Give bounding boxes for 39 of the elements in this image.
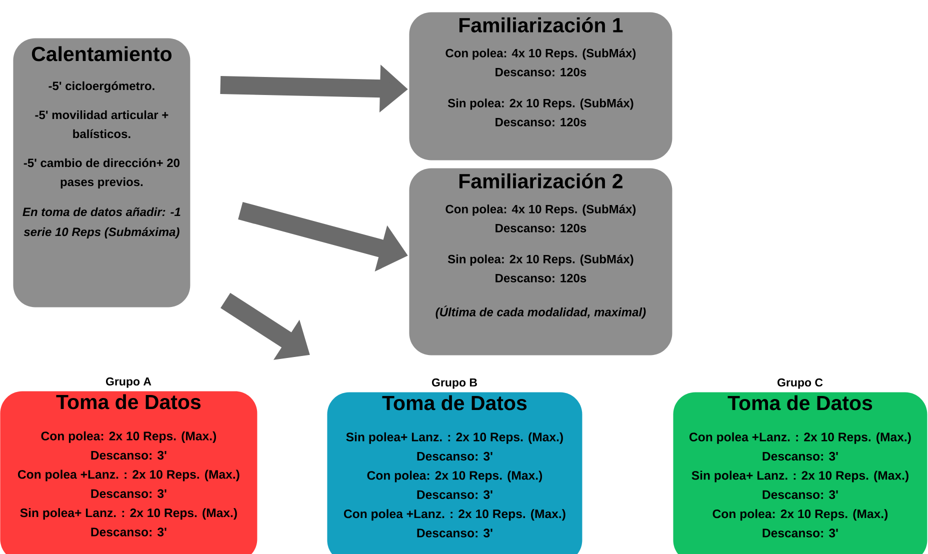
box-text: Descanso: 3': [91, 489, 166, 498]
group-heading: Grupo C: [777, 378, 823, 389]
box-text: Con polea +Lanz. : 2x 10 Reps. (Max.): [689, 432, 911, 444]
box-text: Con polea +Lanz. : 2x 10 Reps. (Max.): [344, 509, 566, 521]
box-text: Sin polea+ Lanz. : 2x 10 Reps. (Max.): [692, 470, 908, 482]
box-text: Descanso: 3': [91, 450, 166, 460]
note-text: En toma de datos añadir: -1 serie 10 Reps (Submáxima): [22, 207, 180, 239]
box-text: Descanso: 3': [417, 452, 492, 461]
box-text: -5' cambio de dirección+ 20 pases previos.: [24, 158, 180, 189]
rounded-box: [13, 38, 190, 308]
box-text: -5' cicloergómetro.: [48, 81, 154, 93]
rounded-box: [409, 168, 672, 356]
box-text: -5' movilidad articular + balísticos.: [35, 110, 168, 138]
rounded-box: [409, 12, 672, 160]
note-text: (Última de cada modalidad, maximal): [436, 306, 646, 319]
box-text: Descanso: 3': [417, 528, 492, 538]
group-heading: Grupo B: [432, 378, 477, 389]
box-text: Descanso: 3': [762, 490, 838, 499]
box-text: Sin polea+ Lanz. : 2x 10 Reps. (Max.): [20, 508, 237, 520]
box-title: Calentamiento: [32, 46, 172, 62]
box-text: Descanso: 3': [762, 528, 838, 538]
box-title: Toma de Datos: [382, 395, 527, 410]
box-text: Descanso: 3': [762, 452, 838, 461]
box-text: Sin polea+ Lanz. : 2x 10 Reps. (Max.): [346, 432, 563, 444]
box-text: Con polea: 2x 10 Reps. (Max.): [367, 470, 542, 482]
box-text: Descanso: 3': [91, 528, 166, 536]
box-title: Toma de Datos: [56, 394, 201, 410]
box-text: Con polea +Lanz. : 2x 10 Reps. (Max.): [18, 470, 240, 482]
box-title: Familiarización 1: [459, 17, 623, 32]
box-text: Con polea: 2x 10 Reps. (Max.): [41, 431, 216, 443]
box-title: Familiarización 2: [459, 173, 622, 188]
box-text: Sin polea: 2x 10 Reps. (SubMáx) Descanso: 120s: [448, 254, 634, 282]
group-heading: Grupo A: [106, 377, 152, 388]
box-title: Toma de Datos: [728, 395, 872, 410]
box-text: Descanso: 3': [417, 490, 492, 499]
box-text: Sin polea: 2x 10 Reps. (SubMáx) Descanso: 120s: [448, 98, 634, 126]
box-text: Con polea: 2x 10 Reps. (Max.): [712, 509, 888, 521]
box-text: Con polea: 4x 10 Reps. (SubMáx) Descanso: 120s: [446, 204, 636, 232]
box-text: Con polea: 4x 10 Reps. (SubMáx) Descanso: 120s: [446, 48, 636, 76]
